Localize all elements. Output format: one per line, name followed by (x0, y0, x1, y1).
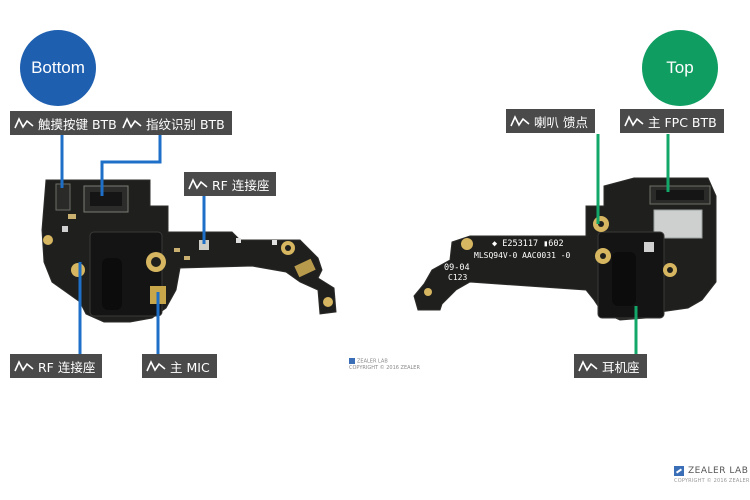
callout-label: 指纹识别 BTB (146, 116, 225, 132)
callout-label: RF 连接座 (212, 177, 270, 193)
bottom-view-badge: Bottom (20, 30, 96, 106)
center-watermark-brand: ZEALER LAB (357, 358, 388, 365)
waveform-icon (188, 177, 208, 191)
pcb-marking-line2: MLSQ94V-0 AAC0031 -0 (474, 251, 571, 260)
watermark-brand: ZEALER LAB (688, 466, 749, 476)
waveform-icon (14, 116, 34, 130)
callout-touch-btb: 触摸按键 BTB (10, 111, 124, 135)
top-board: ◆ E253117 ▮602 MLSQ94V-0 AAC0031 -0 09-0… (413, 177, 717, 321)
callout-main-mic: 主 MIC (142, 354, 217, 378)
bottom-leader-lines (60, 134, 206, 354)
pcb-marking-line4: C123 (448, 273, 467, 282)
callout-speaker-feed: 喇叭 馈点 (506, 109, 595, 133)
callout-label: 喇叭 馈点 (534, 114, 588, 130)
pcb-marking-line3: 09-04 (444, 263, 470, 273)
zealer-logo-icon (674, 466, 684, 476)
callout-earphone-jack: 耳机座 (574, 354, 647, 378)
top-leader-lines (596, 134, 670, 354)
callout-rf-connector-left: RF 连接座 (10, 354, 103, 378)
center-watermark: ZEALER LAB COPYRIGHT © 2016 ZEALER (349, 358, 420, 371)
watermark-copyright: COPYRIGHT © 2016 ZEALER (674, 478, 750, 484)
waveform-icon (510, 114, 530, 128)
callout-main-fpc-btb: 主 FPC BTB (620, 109, 724, 133)
top-view-badge: Top (642, 30, 718, 106)
pcb-marking-line1: ◆ E253117 ▮602 (492, 239, 564, 249)
callout-label: 触摸按键 BTB (38, 116, 117, 132)
callout-label: 主 MIC (170, 359, 210, 375)
callout-rf-connector-right: RF 连接座 (184, 172, 277, 196)
waveform-icon (578, 359, 598, 373)
corner-watermark: ZEALER LAB COPYRIGHT © 2016 ZEALER (674, 466, 750, 484)
center-watermark-copyright: COPYRIGHT © 2016 ZEALER (349, 364, 420, 371)
zealer-logo-icon (349, 358, 355, 364)
bottom-board (41, 179, 337, 323)
waveform-icon (122, 116, 142, 130)
callout-label: 耳机座 (602, 359, 640, 375)
callout-label: 主 FPC BTB (648, 114, 717, 130)
waveform-icon (146, 359, 166, 373)
waveform-icon (14, 359, 34, 373)
callout-fingerprint-btb: 指纹识别 BTB (118, 111, 232, 135)
callout-label: RF 连接座 (38, 359, 96, 375)
waveform-icon (624, 114, 644, 128)
